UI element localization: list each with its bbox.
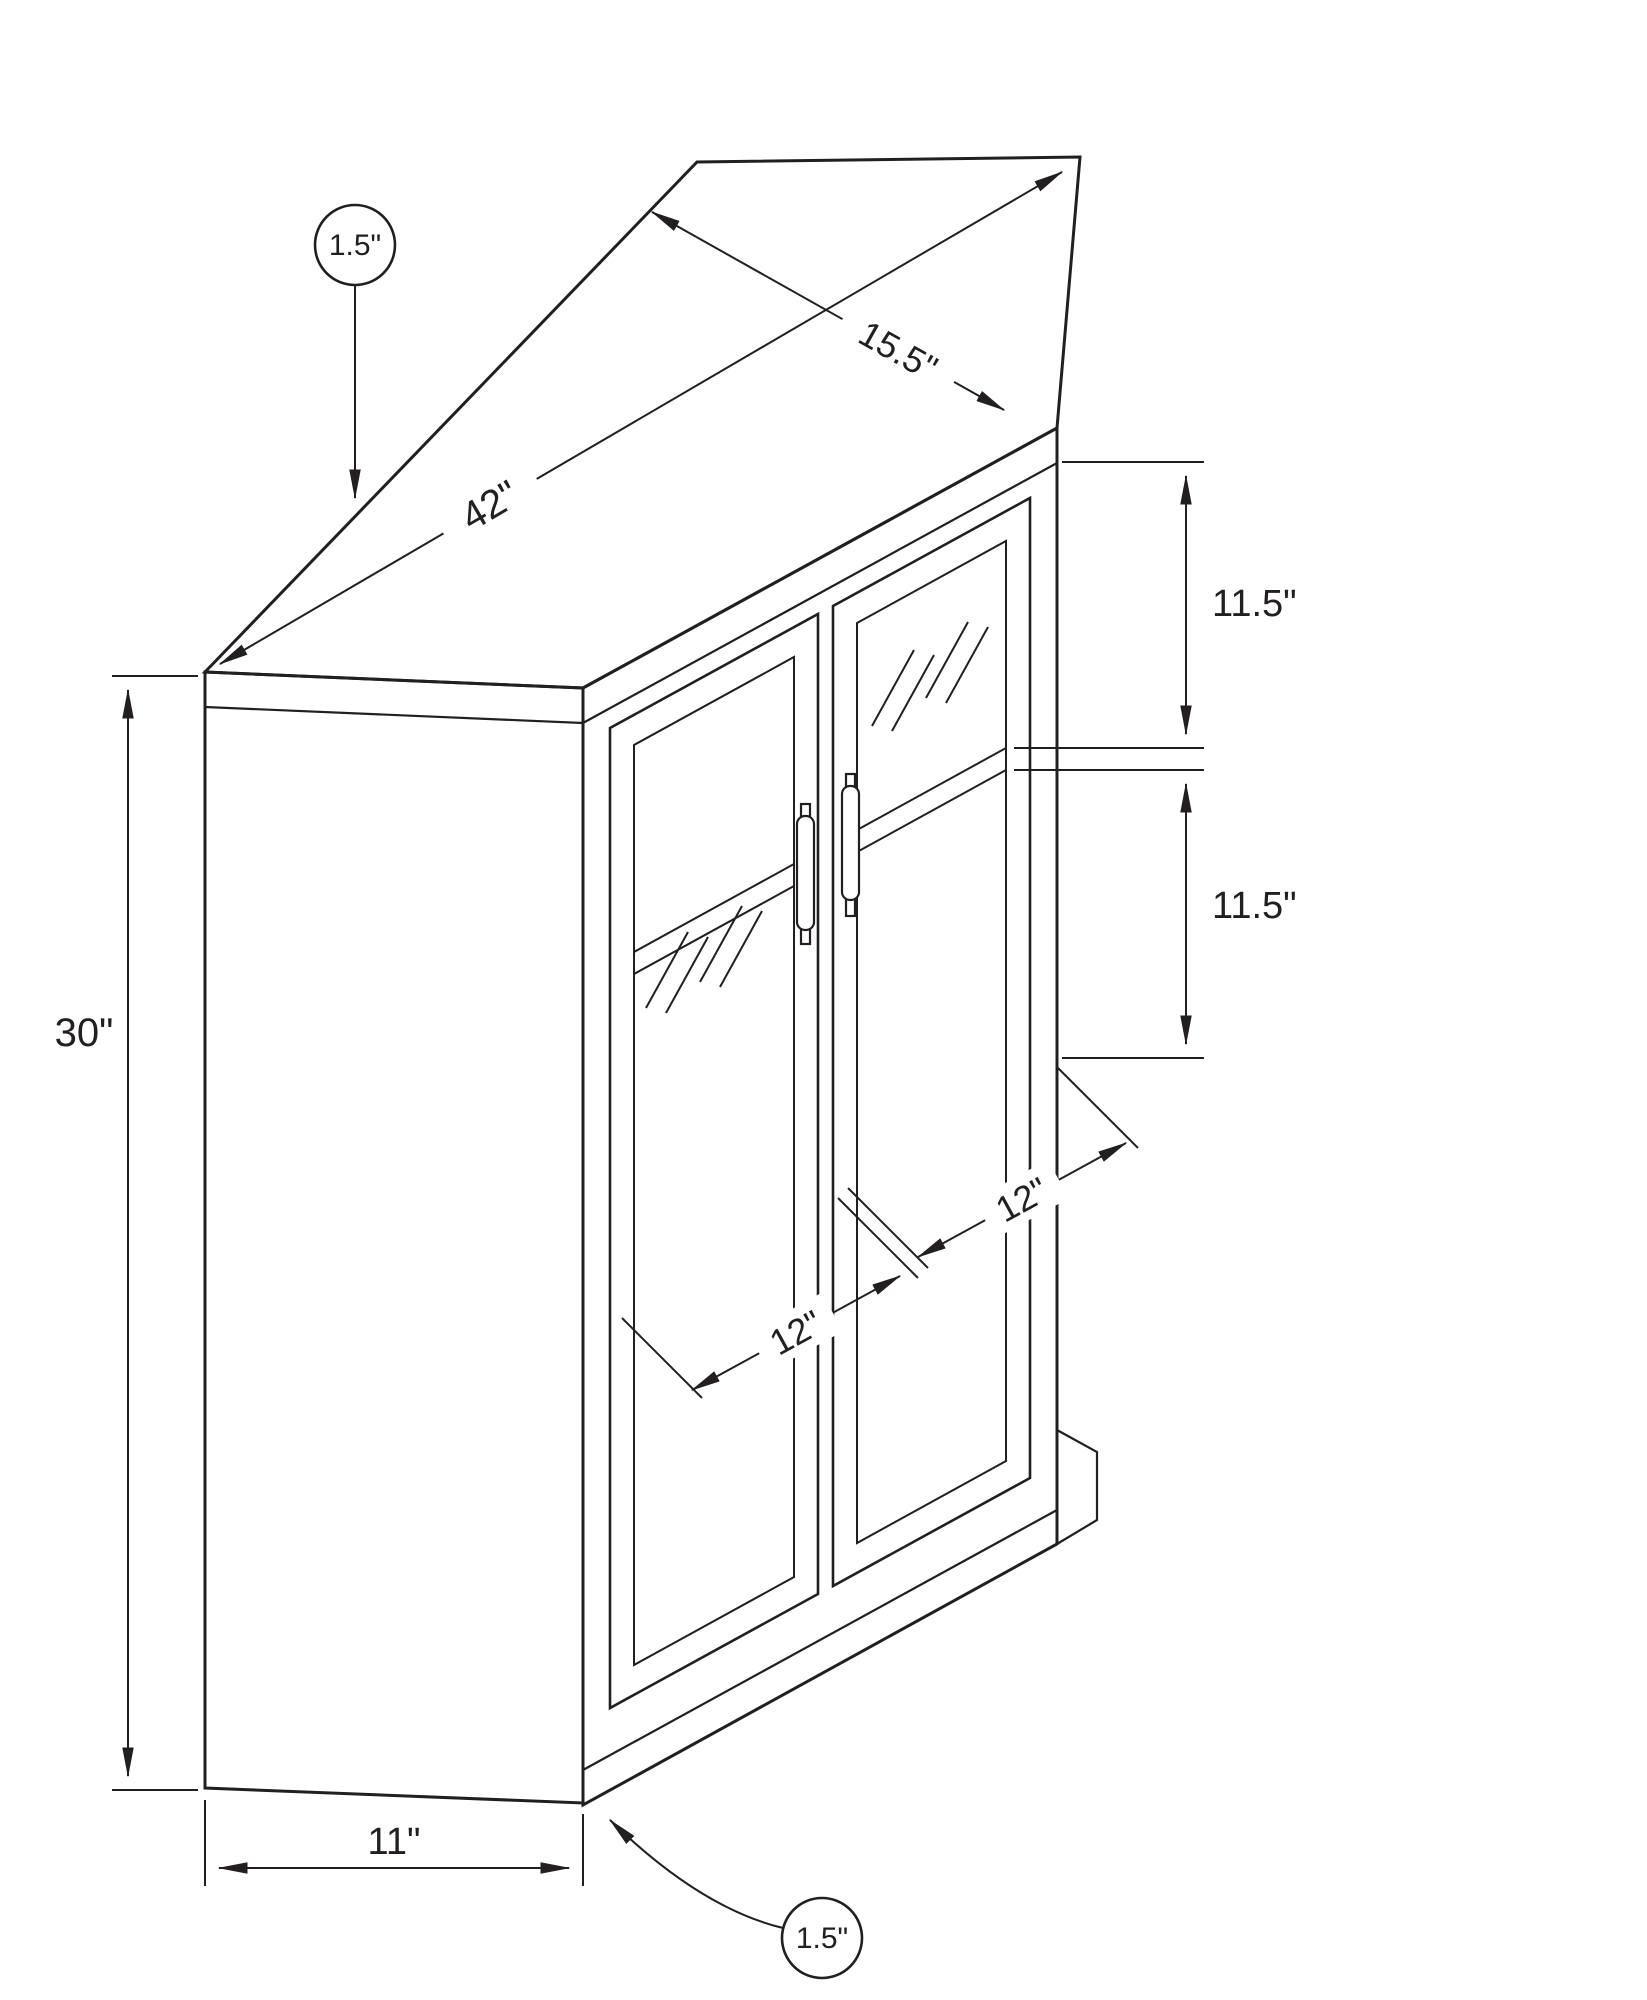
glass-reflection-left <box>645 905 763 1014</box>
top-thickness-label: 1.5" <box>329 229 381 262</box>
door-handle-right <box>840 772 861 918</box>
dim-upper-opening: 11.5" <box>1014 461 1297 749</box>
shelf-edge-left <box>633 863 795 975</box>
top-slab-edge-left <box>204 705 584 725</box>
side-depth-label: 11" <box>368 1821 421 1863</box>
right-door-glass <box>856 539 1007 1545</box>
dim-lower-opening: 11.5" <box>1014 769 1297 1059</box>
upper-opening-label: 11.5" <box>1212 583 1297 625</box>
base-thickness-label: 1.5" <box>796 1922 848 1955</box>
callout-top-thickness: 1.5" <box>313 203 397 500</box>
dim-right-door-width: 12" <box>847 1067 1139 1269</box>
cabinet-drawing <box>201 155 1099 1808</box>
dim-side-depth: 11" <box>204 1800 584 1886</box>
top-depth-label: 15.5" <box>852 312 944 388</box>
door-handle-left <box>795 802 816 946</box>
dim-left-door-width: 12" <box>621 1197 919 1399</box>
base-kick-edge <box>582 1509 1058 1771</box>
overall-height-label: 30" <box>55 1011 114 1055</box>
glass-reflection-right <box>871 621 989 732</box>
callout-base-thickness: 1.5" <box>608 1818 864 1980</box>
shelf-edge-right <box>856 747 1007 853</box>
right-foot <box>1056 1429 1099 1545</box>
dim-overall-height: 30" <box>55 675 198 1791</box>
lower-opening-label: 11.5" <box>1212 885 1297 927</box>
left-door-glass <box>633 655 795 1667</box>
left-side-panel <box>203 670 585 1805</box>
